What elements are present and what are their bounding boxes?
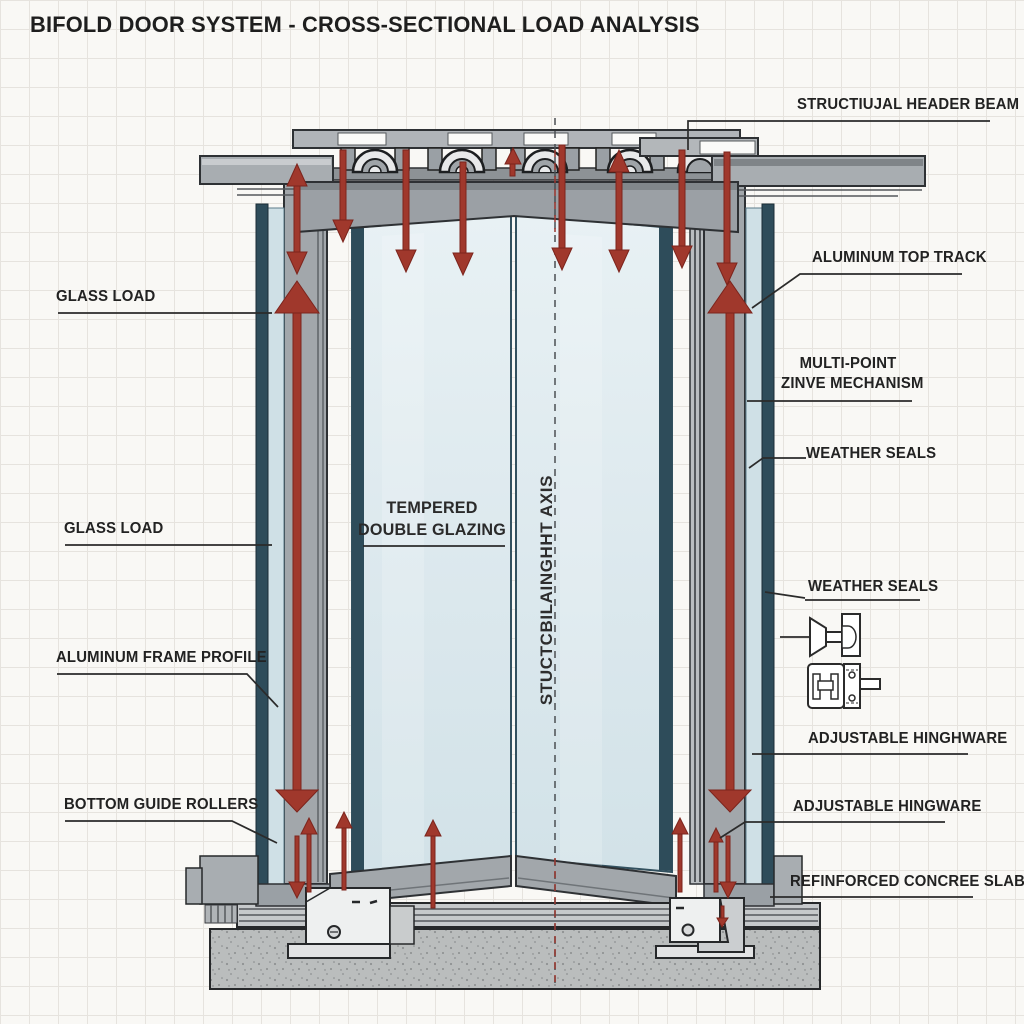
glass-panel-left: [351, 212, 512, 874]
load-arrow-down: [719, 835, 737, 900]
label-aluminum-frame-profile: ALUMINUM FRAME PROFILE: [56, 649, 267, 666]
leader-lines: [57, 120, 990, 898]
load-arrow-down: [452, 161, 474, 277]
label-reinforced-concrete-slab: REFINFORCED CONCREE SLAB: [790, 873, 1024, 890]
glass-load-arrow-left: [274, 280, 320, 813]
load-arrow-up: [708, 826, 724, 893]
glazing-line1: TEMPERED: [386, 498, 478, 517]
pivot-hinge-icon: [809, 613, 861, 658]
load-arrow-double: [286, 162, 308, 276]
load-arrow-up: [671, 816, 689, 893]
label-structural-header-beam: STRUCTIUJAL HEADER BEAM: [797, 96, 1020, 113]
load-arrow-down: [395, 149, 417, 274]
adjustable-hinge-icon: [807, 663, 881, 709]
bottom-guide-roller-right: [655, 897, 755, 959]
bottom-guide-roller-left: [287, 887, 415, 959]
label-bottom-guide-rollers: BOTTOM GUIDE ROLLERS: [64, 796, 259, 813]
load-arrow-down: [332, 149, 354, 244]
load-arrow-up: [300, 816, 318, 893]
load-arrow-down: [716, 905, 729, 928]
load-arrow-down: [671, 149, 693, 270]
label-adjustable-hardware-bottom: ADJUSTABLE HINGWARE: [793, 798, 982, 815]
label-adjustable-hardware-top: ADJUSTABLE HINGHWARE: [808, 730, 1008, 747]
label-center-axis: STUCTCBILAINGHHT AXIS: [537, 474, 556, 706]
glass-load-arrow-right: [707, 280, 753, 813]
label-glass-load-top: GLASS LOAD: [56, 288, 156, 305]
right-jamb: [689, 183, 803, 907]
glazing-line2: DOUBLE GLAZING: [357, 520, 506, 539]
label-tempered-double-glazing: TEMPERED DOUBLE GLAZING: [356, 497, 508, 541]
label-aluminum-top-track: ALUMINUM TOP TRACK: [812, 249, 987, 266]
label-multi-point-mechanism: MULTI-POINT ZINVE MECHANISM: [781, 354, 924, 394]
label-multi-point-line1: MULTI-POINT: [799, 355, 897, 372]
label-glass-load-bottom: GLASS LOAD: [64, 520, 164, 537]
label-multi-point-line2: ZINVE MECHANISM: [781, 375, 924, 392]
page-title: BIFOLD DOOR SYSTEM - CROSS-SECTIONAL LOA…: [30, 12, 700, 37]
structural-header-beam-left: [199, 155, 334, 196]
load-arrow-down: [288, 835, 306, 900]
load-arrow-up: [424, 818, 442, 909]
left-jamb: [185, 183, 331, 907]
load-arrows: [274, 144, 753, 928]
roller-wheel: [340, 147, 410, 174]
label-weather-seals-top: WEATHER SEALS: [806, 445, 937, 462]
load-arrow-down: [716, 151, 738, 287]
load-arrow-up: [335, 810, 353, 891]
load-arrow-double: [608, 148, 630, 274]
aluminum-top-track: [292, 129, 741, 181]
load-arrow-up: [504, 146, 522, 177]
label-weather-seals-bottom: WEATHER SEALS: [808, 578, 939, 595]
load-arrow-down: [551, 144, 573, 272]
roller-wheel: [510, 147, 580, 174]
